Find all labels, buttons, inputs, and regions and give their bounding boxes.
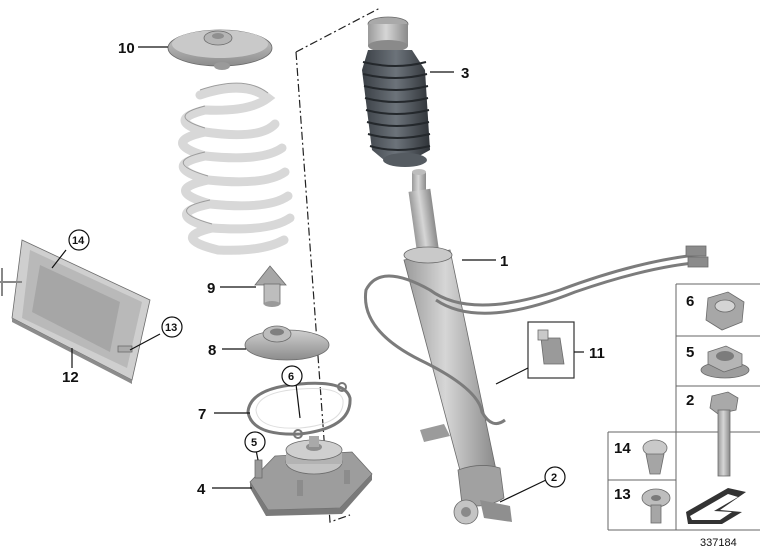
diagram-id: 337184 [700,537,737,549]
callout-6: 6 [288,371,294,383]
cable-connector-end [685,245,709,268]
callout-5: 5 [251,437,257,449]
grid-label-2: 2 [686,392,694,409]
callout-13: 13 [165,322,177,334]
control-unit [0,239,151,384]
callout-1: 1 [500,253,508,270]
bump-stop [254,265,287,307]
sensor-cable [363,252,706,426]
grid-label-14: 14 [614,440,631,457]
callout-2: 2 [551,472,557,484]
callout-circle-6 [281,365,303,387]
grid-rivet-14 [642,439,668,475]
callouts: 10 3 1 9 8 7 4 11 12 14 13 6 5 2 6 5 2 1… [62,40,737,549]
support-stud [254,459,263,479]
grid-label-6: 6 [686,293,694,310]
callout-14: 14 [72,235,85,247]
callout-9: 9 [207,280,215,297]
grid-nut-5 [700,345,750,379]
callout-4: 4 [197,481,206,498]
callout-8: 8 [208,342,216,359]
grid-label-13: 13 [614,486,631,503]
grid-label-5: 5 [686,344,694,361]
parts-grid [607,283,760,531]
grid-nut-6 [705,291,745,331]
callout-circle-2 [544,466,566,488]
gasket [246,381,352,439]
connector-box [527,321,575,379]
arrow-icon [686,488,746,524]
callout-7: 7 [198,406,206,423]
callout-12: 12 [62,369,79,386]
support-bearing [249,436,373,516]
callout-11: 11 [589,345,605,362]
leader-lines [51,46,584,503]
assembly-bracket [295,7,381,523]
dust-boot [362,16,431,167]
callout-3: 3 [461,65,469,82]
grid-clip-13 [641,488,671,524]
callout-circle-13 [161,316,183,338]
callout-10: 10 [118,40,135,57]
shock-absorber [403,169,512,525]
upper-spring-pad [167,29,273,70]
callout-circle-5 [244,431,266,453]
coil-spring [178,83,295,255]
callout-circle-14 [68,229,90,251]
grid-bolt-2 [709,391,739,477]
lower-spring-pad [244,325,330,361]
